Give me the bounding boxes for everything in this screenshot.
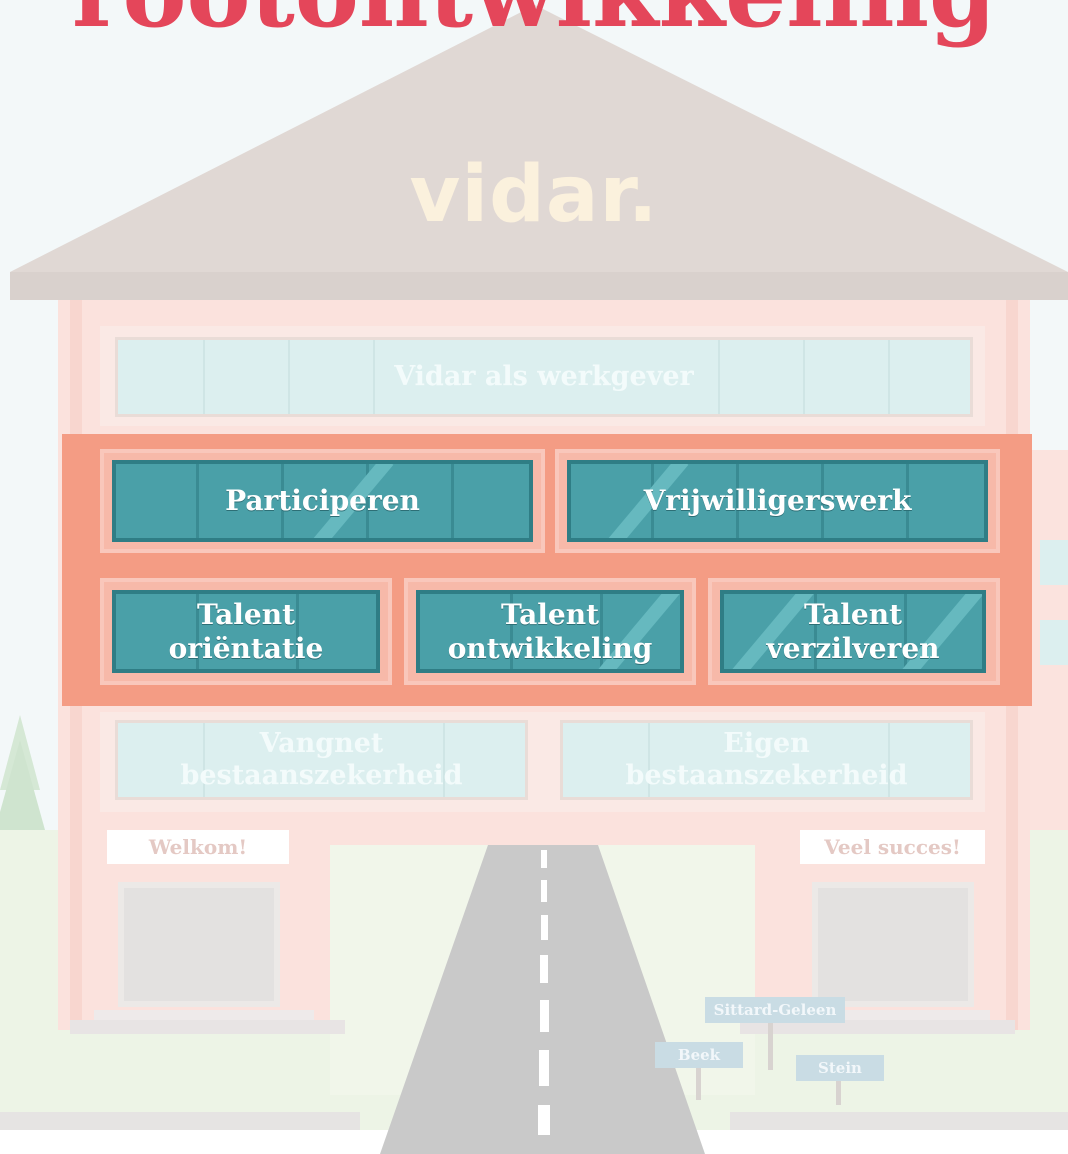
window-mullion [600,594,603,669]
window-mullion [906,464,909,538]
window-mullion [888,340,890,414]
window-mullion [451,464,454,538]
window-eigen-bestaanszekerheid[interactable]: Eigen bestaanszekerheid [560,720,973,800]
window-vangnet-bestaanszekerheid[interactable]: Vangnet bestaanszekerheid [115,720,528,800]
window-mullion [196,594,199,669]
window-talent-orientatie[interactable]: Talent oriëntatie [112,590,380,673]
signpost-sittard-geleen: Sittard-Geleen [705,997,845,1023]
window-label: Talent oriëntatie [168,597,324,665]
window-mullion [281,464,284,538]
window-mullion [814,594,817,669]
window-label: Talent ontwikkeling [447,597,653,665]
window-talent-ontwikkeling[interactable]: Talent ontwikkeling [416,590,684,673]
window-mullion [203,723,205,797]
signpost-beek: Beek [655,1042,743,1068]
window-mullion [718,340,720,414]
signpost-stein: Stein [796,1055,884,1081]
page-title: rootontwikkeling [0,0,1068,48]
window-mullion [196,464,199,538]
veel-succes-sign: Veel succes! [800,830,985,864]
left-door [118,882,280,1007]
window-mullion [821,464,824,538]
window-label: Talent verzilveren [766,597,940,665]
window-mullion [888,723,890,797]
window-mullion [904,594,907,669]
window-mullion [366,464,369,538]
welkom-sign: Welkom! [107,830,289,864]
window-mullion [736,464,739,538]
window-label: Vrijwilligerswerk [643,484,912,517]
window-mullion [373,340,375,414]
window-mullion [296,594,299,669]
vidar-logo: vidar. [409,150,659,240]
window-mullion [203,340,205,414]
window-mullion [288,340,290,414]
window-mullion [510,594,513,669]
window-mullion [803,340,805,414]
right-door [812,882,974,1007]
window-label: Vangnet bestaanszekerheid [180,728,463,791]
window-mullion [648,723,650,797]
window-mullion [443,723,445,797]
window-label: Eigen bestaanszekerheid [625,728,908,791]
window-label: Vidar als werkgever [394,361,694,392]
window-talent-verzilveren[interactable]: Talent verzilveren [720,590,986,673]
window-label: Participeren [225,484,420,517]
window-vrijwilligerswerk[interactable]: Vrijwilligerswerk [567,460,988,542]
window-vidar-als-werkgever[interactable]: Vidar als werkgever [115,337,973,417]
window-participeren[interactable]: Participeren [112,460,533,542]
